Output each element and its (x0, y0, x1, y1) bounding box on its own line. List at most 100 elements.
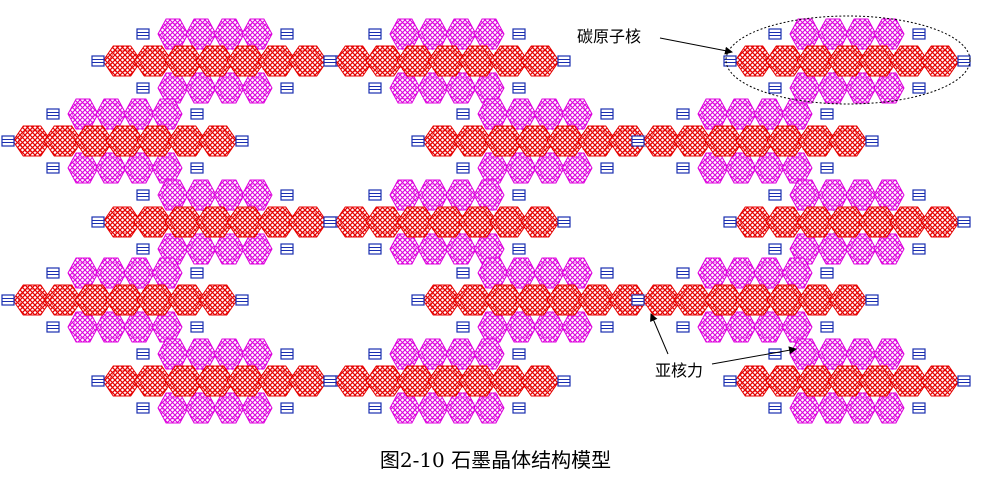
sub-force-arrow-right (711, 346, 797, 365)
connector-icon (768, 402, 782, 414)
connector-icon (865, 294, 879, 306)
connector-icon (456, 162, 470, 174)
connector-icon (1, 135, 15, 147)
connector-icon (368, 28, 382, 40)
connector-icon (631, 294, 645, 306)
connector-icon (323, 375, 337, 387)
highlight-ellipse (725, 15, 971, 105)
connector-icon (512, 348, 526, 360)
carbon-cluster (323, 179, 571, 265)
connector-icon (865, 135, 879, 147)
connector-icon (368, 82, 382, 94)
connector-icon (820, 162, 834, 174)
carbon-cluster (411, 98, 659, 184)
connector-icon (723, 375, 737, 387)
carbon-cluster (1, 98, 249, 184)
carbon-cluster (1, 257, 249, 343)
connector-icon (136, 348, 150, 360)
carbon-cluster (411, 257, 659, 343)
connector-icon (820, 108, 834, 120)
connector-icon (190, 108, 204, 120)
figure-caption: 图2-10 石墨晶体结构模型 (379, 448, 612, 472)
carbon-cluster (631, 257, 879, 343)
connector-icon (600, 108, 614, 120)
graphite-diagram: 碳原子核 亚核力 (1, 15, 971, 424)
connector-icon (768, 28, 782, 40)
connector-icon (368, 402, 382, 414)
connector-icon (820, 321, 834, 333)
connector-icon (136, 189, 150, 201)
connector-icon (46, 267, 60, 279)
connector-icon (91, 216, 105, 228)
connector-icon (280, 28, 294, 40)
connector-icon (957, 55, 971, 67)
connector-icon (600, 162, 614, 174)
connector-icon (323, 55, 337, 67)
connector-icon (600, 267, 614, 279)
connector-icon (957, 216, 971, 228)
carbon-nucleus-arrow (659, 37, 733, 55)
connector-icon (912, 82, 926, 94)
connector-icon (280, 243, 294, 255)
connector-icon (912, 28, 926, 40)
connector-icon (235, 294, 249, 306)
connector-icon (235, 135, 249, 147)
connector-icon (280, 402, 294, 414)
connector-icon (912, 348, 926, 360)
connector-icon (512, 28, 526, 40)
connector-icon (411, 135, 425, 147)
connector-icon (456, 267, 470, 279)
connector-icon (456, 321, 470, 333)
connector-icon (190, 321, 204, 333)
connector-icon (676, 321, 690, 333)
connector-icon (280, 189, 294, 201)
carbon-cluster (323, 338, 571, 424)
connector-icon (820, 267, 834, 279)
carbon-cluster (723, 179, 971, 265)
connector-icon (280, 82, 294, 94)
connector-icon (557, 55, 571, 67)
connector-icon (46, 162, 60, 174)
connector-icon (190, 267, 204, 279)
connector-icon (957, 375, 971, 387)
connector-icon (676, 108, 690, 120)
connector-icon (768, 189, 782, 201)
connector-icon (557, 216, 571, 228)
connector-icon (512, 402, 526, 414)
connector-icon (46, 321, 60, 333)
connector-icon (631, 135, 645, 147)
carbon-cluster (91, 18, 339, 104)
connector-icon (323, 216, 337, 228)
sub-force-arrow-left (650, 313, 669, 355)
connector-icon (912, 189, 926, 201)
connector-icon (368, 189, 382, 201)
connector-icon (512, 82, 526, 94)
carbon-cluster (91, 338, 339, 424)
connector-icon (557, 375, 571, 387)
connector-icon (136, 82, 150, 94)
connector-icon (136, 402, 150, 414)
connector-icon (912, 402, 926, 414)
carbon-cluster (631, 98, 879, 184)
carbon-nucleus-label: 碳原子核 (577, 27, 641, 46)
connector-icon (768, 82, 782, 94)
connector-icon (91, 55, 105, 67)
connector-icon (456, 108, 470, 120)
connector-icon (600, 321, 614, 333)
carbon-cluster (723, 18, 971, 104)
connector-icon (280, 348, 294, 360)
connector-icon (368, 243, 382, 255)
connector-icon (912, 243, 926, 255)
annotations: 碳原子核 亚核力 (577, 15, 971, 380)
connector-icon (46, 108, 60, 120)
connector-icon (723, 216, 737, 228)
connector-icon (411, 294, 425, 306)
connector-icon (676, 162, 690, 174)
carbon-cluster (723, 338, 971, 424)
connector-icon (91, 375, 105, 387)
sub-nuclear-force-label: 亚核力 (655, 361, 703, 380)
connector-icon (768, 243, 782, 255)
connector-icon (512, 243, 526, 255)
connector-icon (136, 243, 150, 255)
connector-icon (190, 162, 204, 174)
